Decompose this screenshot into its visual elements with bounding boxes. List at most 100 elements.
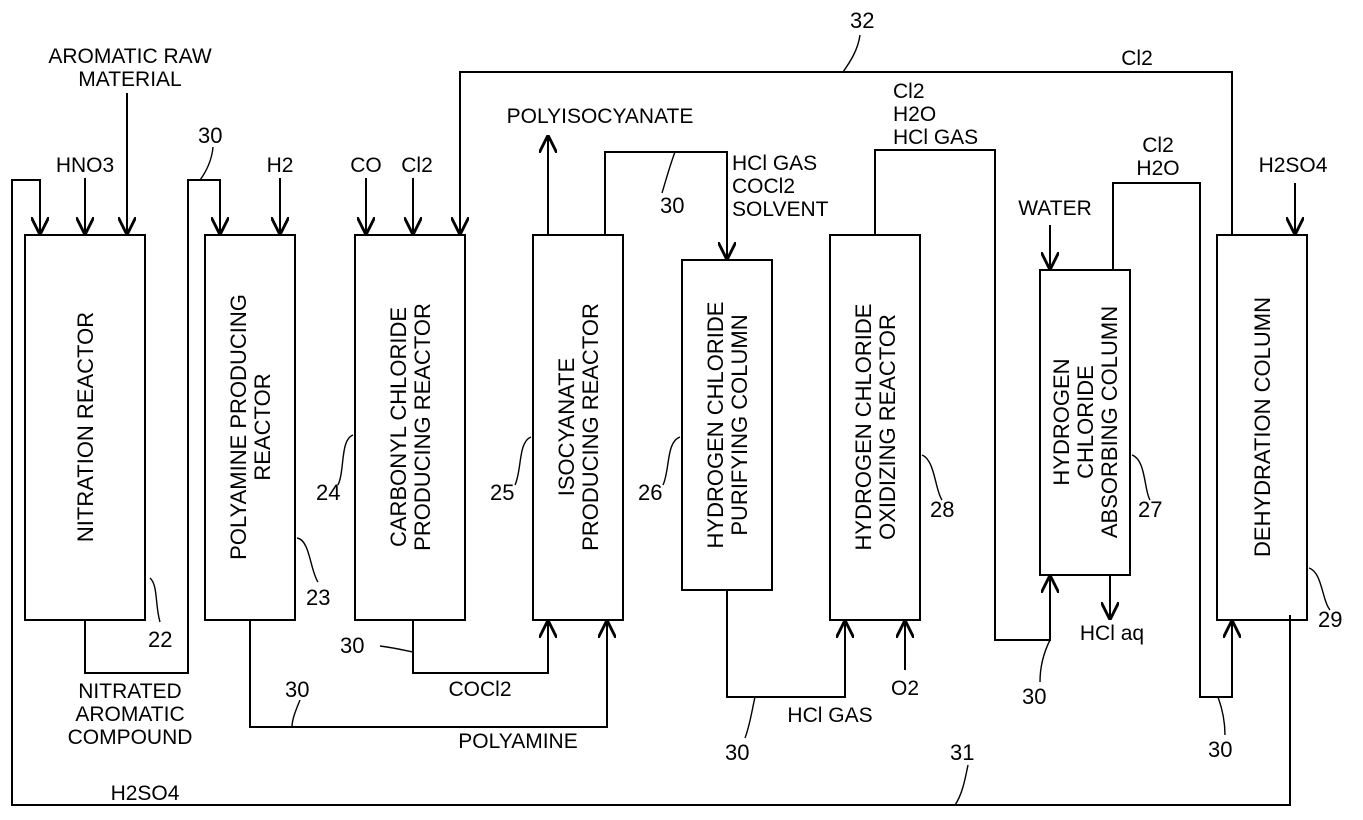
ref-31: 31	[950, 740, 974, 765]
hcl-aq-label: HCl aq	[1080, 622, 1144, 645]
hcl-absorbing-column-box	[1039, 269, 1131, 576]
carbonyl-chloride-reactor-box	[354, 234, 466, 621]
ref-30-leader-e	[744, 696, 756, 739]
oxidizer-outlet-line	[874, 149, 1050, 641]
oxidizer-out-label-1: Cl2	[893, 80, 925, 103]
ref-30-d: 30	[285, 677, 309, 702]
svg-text:HYDROGEN CHLORIDE: HYDROGEN CHLORIDE	[703, 302, 728, 549]
polyisocyanate-label: POLYISOCYANATE	[507, 105, 694, 128]
ref-27: 27	[1138, 497, 1162, 522]
ref-28: 28	[930, 497, 954, 522]
ref-24: 24	[316, 480, 340, 505]
iso-offgas-line	[604, 151, 727, 258]
svg-text:NITRATION REACTOR: NITRATION REACTOR	[73, 312, 98, 542]
isocyanate-reactor-name: ISOCYANATE PRODUCING REACTOR	[554, 303, 603, 551]
iso-offgas-label-2: COCl2	[732, 175, 795, 198]
svg-text:PRODUCING REACTOR: PRODUCING REACTOR	[410, 303, 435, 551]
svg-text:POLYAMINE PRODUCING: POLYAMINE PRODUCING	[226, 294, 251, 560]
ref-25-leader	[514, 436, 532, 486]
nitration-reactor-name: NITRATION REACTOR	[73, 312, 98, 542]
ref-32: 32	[850, 8, 874, 33]
cl2-recycle-label: Cl2	[1121, 47, 1153, 70]
svg-text:CHLORIDE: CHLORIDE	[1073, 365, 1098, 479]
ref-30-a: 30	[198, 123, 222, 148]
isocyanate-reactor-box	[532, 234, 624, 621]
ref-30-f: 30	[1022, 684, 1046, 709]
nitrated-compound-line	[84, 179, 220, 674]
ref-30-leader-f	[1039, 639, 1051, 683]
ref-30-leader-g	[1217, 696, 1226, 736]
svg-text:PRODUCING REACTOR: PRODUCING REACTOR	[578, 303, 603, 551]
ref-22: 22	[148, 627, 172, 652]
svg-text:PURIFYING COLUMN: PURIFYING COLUMN	[727, 314, 752, 535]
ref-27-leader	[1131, 454, 1151, 501]
ref-30-b: 30	[660, 193, 684, 218]
hcl-oxidizing-reactor-box	[829, 234, 921, 621]
ref-30-leader-d	[291, 699, 301, 728]
h2so4-feed-label: H2SO4	[1259, 154, 1328, 177]
nitrated-compound-label-1: NITRATED	[78, 680, 181, 703]
svg-text:HYDROGEN: HYDROGEN	[1049, 358, 1074, 485]
ref-30-c: 30	[340, 633, 364, 658]
h2so4-return-label: H2SO4	[111, 782, 180, 805]
water-label: WATER	[1018, 197, 1092, 220]
hno3-label: HNO3	[56, 154, 114, 177]
ref-28-leader	[921, 454, 943, 501]
o2-label: O2	[891, 677, 919, 700]
aromatic-raw-material-label-2: MATERIAL	[78, 68, 181, 91]
absorber-top-label-1: Cl2	[1142, 134, 1174, 157]
hcl-gas-label: HCl GAS	[787, 704, 872, 727]
oxidizer-out-label-2: H2O	[893, 103, 936, 126]
ref-23: 23	[306, 585, 330, 610]
h2-label: H2	[267, 154, 294, 177]
ref-30-e: 30	[725, 740, 749, 765]
hcl-absorbing-column-name: HYDROGEN CHLORIDE ABSORBING COLUMN	[1049, 306, 1122, 538]
hcl-gas-line	[726, 590, 845, 698]
iso-offgas-label-1: HCl GAS	[732, 152, 817, 175]
absorber-top-label-2: H2O	[1136, 157, 1179, 180]
ref-24-leader	[337, 434, 354, 486]
carbonyl-chloride-reactor-name: CARBONYL CHLORIDE PRODUCING REACTOR	[386, 303, 435, 551]
oxidizer-out-label-3: HCl GAS	[893, 126, 978, 149]
cocl2-label: COCl2	[448, 678, 511, 701]
ref-26-leader	[662, 436, 681, 486]
absorber-top-line	[1112, 182, 1232, 698]
cl2-recycle-line	[460, 71, 1233, 235]
hcl-purifying-column-name: HYDROGEN CHLORIDE PURIFYING COLUMN	[703, 302, 752, 549]
ref-30-leader-b	[661, 151, 676, 194]
svg-text:HYDROGEN CHLORIDE: HYDROGEN CHLORIDE	[851, 304, 876, 551]
ref-31-leader	[954, 764, 969, 806]
svg-text:ABSORBING COLUMN: ABSORBING COLUMN	[1097, 306, 1122, 538]
dehydration-column-box	[1216, 234, 1308, 621]
svg-text:OXIDIZING REACTOR: OXIDIZING REACTOR	[875, 314, 900, 540]
cl2-feed-label: Cl2	[401, 154, 433, 177]
ref-29-leader	[1308, 567, 1331, 611]
cocl2-line	[412, 620, 548, 674]
ref-30-g: 30	[1208, 737, 1232, 762]
nitration-reactor-box	[24, 234, 146, 621]
ref-22-leader	[149, 577, 161, 623]
polyamine-label: POLYAMINE	[458, 730, 577, 753]
dehydration-column-name: DEHYDRATION COLUMN	[1250, 297, 1275, 557]
nitrated-compound-label-3: COMPOUND	[68, 726, 193, 749]
svg-text:CARBONYL CHLORIDE: CARBONYL CHLORIDE	[386, 307, 411, 547]
ref-30-leader-a	[199, 146, 214, 181]
ref-29: 29	[1318, 607, 1342, 632]
ref-25: 25	[490, 480, 514, 505]
polyamine-reactor-box	[204, 234, 296, 621]
aromatic-raw-material-label-1: AROMATIC RAW	[48, 45, 212, 68]
hcl-oxidizing-reactor-name: HYDROGEN CHLORIDE OXIDIZING REACTOR	[851, 304, 900, 551]
ref-30-leader-c	[379, 645, 414, 653]
polyamine-reactor-name: POLYAMINE PRODUCING REACTOR	[226, 294, 275, 560]
ref-26: 26	[638, 480, 662, 505]
svg-text:REACTOR: REACTOR	[250, 373, 275, 480]
h2so4-return-line	[11, 179, 1291, 806]
iso-offgas-label-3: SOLVENT	[732, 198, 829, 221]
polyamine-line	[249, 620, 607, 728]
nitrated-compound-label-2: AROMATIC	[75, 703, 184, 726]
svg-text:ISOCYANATE: ISOCYANATE	[554, 358, 579, 497]
ref-32-leader	[842, 34, 861, 73]
ref-23-leader	[296, 537, 319, 583]
co-label: CO	[350, 154, 382, 177]
